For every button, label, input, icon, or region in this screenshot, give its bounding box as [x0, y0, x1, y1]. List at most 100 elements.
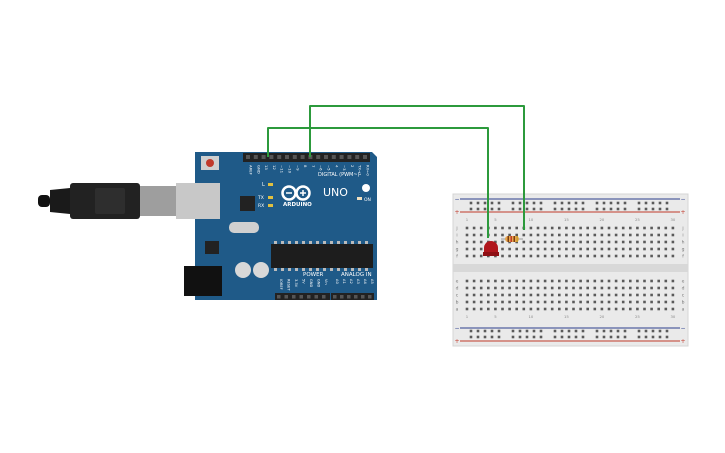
breadboard-hole[interactable]: [609, 329, 613, 333]
breadboard-hole[interactable]: [543, 300, 547, 304]
breadboard-hole[interactable]: [529, 300, 533, 304]
breadboard-hole[interactable]: [536, 233, 540, 237]
breadboard-hole[interactable]: [501, 307, 504, 311]
breadboard-hole[interactable]: [664, 254, 668, 258]
breadboard-hole[interactable]: [664, 279, 668, 283]
breadboard-hole[interactable]: [536, 293, 540, 297]
breadboard-hole[interactable]: [543, 240, 547, 244]
power-pin[interactable]: [314, 295, 319, 299]
breadboard-hole[interactable]: [511, 335, 515, 339]
breadboard-hole[interactable]: [553, 335, 557, 339]
breadboard-hole[interactable]: [472, 307, 476, 311]
breadboard-hole[interactable]: [581, 207, 585, 211]
breadboard-hole[interactable]: [650, 226, 653, 230]
breadboard-hole[interactable]: [565, 233, 568, 237]
breadboard-hole[interactable]: [497, 207, 501, 211]
breadboard-hole[interactable]: [629, 286, 632, 290]
breadboard-hole[interactable]: [572, 240, 575, 244]
breadboard-hole[interactable]: [567, 207, 571, 211]
breadboard-hole[interactable]: [536, 240, 540, 244]
header-pin[interactable]: [355, 155, 360, 159]
breadboard-hole[interactable]: [476, 329, 480, 333]
breadboard-hole[interactable]: [607, 307, 611, 311]
breadboard-hole[interactable]: [529, 279, 533, 283]
breadboard-hole[interactable]: [543, 226, 547, 230]
breadboard-hole[interactable]: [525, 201, 529, 205]
breadboard-hole[interactable]: [616, 329, 620, 333]
power-pin[interactable]: [277, 295, 281, 299]
breadboard-hole[interactable]: [621, 293, 625, 297]
breadboard-hole[interactable]: [479, 233, 483, 237]
breadboard-hole[interactable]: [572, 300, 575, 304]
breadboard-hole[interactable]: [501, 254, 504, 258]
breadboard-hole[interactable]: [664, 300, 668, 304]
breadboard-hole[interactable]: [539, 329, 543, 333]
breadboard-hole[interactable]: [586, 300, 589, 304]
breadboard-hole[interactable]: [593, 293, 597, 297]
breadboard-hole[interactable]: [479, 300, 483, 304]
breadboard-hole[interactable]: [490, 329, 494, 333]
header-pin[interactable]: [246, 155, 250, 159]
breadboard-hole[interactable]: [607, 226, 611, 230]
breadboard-hole[interactable]: [501, 233, 504, 237]
breadboard-hole[interactable]: [553, 329, 557, 333]
breadboard-hole[interactable]: [543, 233, 547, 237]
breadboard-hole[interactable]: [472, 226, 476, 230]
breadboard-hole[interactable]: [518, 201, 522, 205]
breadboard-hole[interactable]: [600, 254, 604, 258]
header-pin[interactable]: [347, 155, 352, 159]
breadboard-hole[interactable]: [497, 329, 501, 333]
breadboard-hole[interactable]: [607, 254, 611, 258]
breadboard-hole[interactable]: [515, 300, 518, 304]
breadboard-hole[interactable]: [529, 286, 533, 290]
breadboard-hole[interactable]: [532, 335, 536, 339]
breadboard-hole[interactable]: [657, 226, 660, 230]
breadboard-hole[interactable]: [595, 201, 599, 205]
breadboard-hole[interactable]: [529, 307, 533, 311]
breadboard-hole[interactable]: [650, 233, 653, 237]
breadboard-hole[interactable]: [497, 335, 501, 339]
breadboard-hole[interactable]: [614, 293, 618, 297]
breadboard-hole[interactable]: [560, 335, 564, 339]
breadboard-hole[interactable]: [479, 226, 483, 230]
breadboard-hole[interactable]: [671, 254, 675, 258]
breadboard-hole[interactable]: [607, 293, 611, 297]
breadboard-hole[interactable]: [650, 254, 653, 258]
breadboard-hole[interactable]: [550, 293, 554, 297]
breadboard-hole[interactable]: [579, 233, 582, 237]
breadboard-hole[interactable]: [572, 286, 575, 290]
breadboard-hole[interactable]: [536, 226, 540, 230]
breadboard-hole[interactable]: [565, 247, 568, 251]
breadboard-hole[interactable]: [600, 293, 604, 297]
breadboard-hole[interactable]: [621, 226, 625, 230]
breadboard-hole[interactable]: [636, 286, 639, 290]
breadboard-hole[interactable]: [558, 240, 561, 244]
breadboard-hole[interactable]: [595, 207, 599, 211]
breadboard-hole[interactable]: [472, 279, 476, 283]
breadboard-hole[interactable]: [565, 286, 568, 290]
power-pin[interactable]: [292, 295, 296, 299]
breadboard-hole[interactable]: [593, 279, 597, 283]
breadboard-hole[interactable]: [616, 207, 620, 211]
wire-pin[interactable]: [309, 105, 525, 230]
power-pin[interactable]: [299, 295, 304, 299]
breadboard-hole[interactable]: [600, 247, 604, 251]
breadboard-hole[interactable]: [518, 329, 522, 333]
breadboard-hole[interactable]: [614, 240, 618, 244]
breadboard-hole[interactable]: [501, 226, 504, 230]
analog-pin[interactable]: [361, 295, 365, 299]
breadboard-hole[interactable]: [487, 300, 490, 304]
breadboard-hole[interactable]: [621, 300, 625, 304]
breadboard-hole[interactable]: [522, 240, 526, 244]
breadboard-hole[interactable]: [536, 300, 540, 304]
breadboard-hole[interactable]: [586, 286, 589, 290]
breadboard-hole[interactable]: [465, 247, 469, 251]
breadboard-hole[interactable]: [465, 240, 469, 244]
breadboard-hole[interactable]: [543, 307, 547, 311]
breadboard-hole[interactable]: [644, 329, 648, 333]
breadboard-hole[interactable]: [600, 279, 604, 283]
breadboard-hole[interactable]: [532, 329, 536, 333]
breadboard-hole[interactable]: [543, 279, 547, 283]
breadboard-hole[interactable]: [614, 307, 618, 311]
breadboard-hole[interactable]: [522, 247, 526, 251]
